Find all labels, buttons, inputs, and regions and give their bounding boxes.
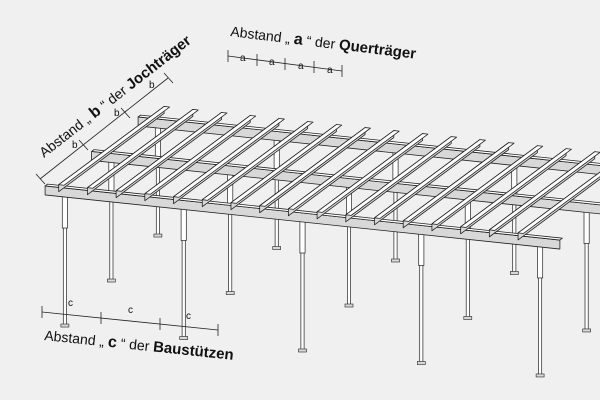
baustütze-foot (416, 361, 426, 365)
label-querträger: Abstand „ a “ der Querträger (230, 23, 418, 63)
dimension-tick (120, 107, 131, 119)
mark-b: b (114, 108, 120, 119)
label-baustützen: Abstand „ c “ der Baustützen (44, 327, 235, 364)
querträger-beam (431, 145, 544, 225)
baustütze-foot (582, 328, 591, 333)
baustütze-foot (535, 373, 545, 378)
label-jochträger: Abstand „ b “ der Jochträger (36, 32, 195, 161)
dimension-tick (35, 173, 46, 185)
dimension-line-b (39, 77, 169, 180)
mark-c: c (186, 311, 191, 322)
querträger-beam (259, 127, 371, 207)
querträger-beam (488, 151, 600, 231)
querträger-beam (402, 142, 515, 222)
querträger-beam (115, 112, 228, 192)
dimension-tick (163, 72, 174, 84)
dimension-lines (35, 50, 343, 336)
baustütze-foot (391, 258, 400, 263)
dimension-marks-c: c c c (68, 298, 191, 322)
baustütze-foot (463, 316, 473, 320)
querträger-beam (201, 121, 314, 201)
querträger-beam (517, 171, 600, 234)
jochträger-beam (137, 114, 600, 166)
formwork-structure (44, 106, 600, 378)
querträger-beam (460, 148, 572, 228)
querträger-beam (87, 109, 199, 189)
baustütze-foot (298, 348, 307, 353)
mark-a: a (269, 57, 275, 68)
baustütze-foot (179, 336, 188, 340)
mark-a: a (298, 61, 304, 72)
mark-a: a (240, 53, 246, 64)
baustütze-foot (344, 303, 354, 308)
baustütze-foot (153, 233, 163, 238)
baustütze-foot (60, 323, 70, 328)
querträger-beam (58, 106, 170, 186)
baustütze-foot (509, 271, 519, 275)
baustütze-foot (272, 246, 282, 250)
mark-b: b (149, 80, 155, 91)
dimension-marks-b: b b b (72, 80, 155, 151)
dimension-tick (78, 139, 89, 151)
querträger-beam (316, 133, 429, 213)
querträger-beam (230, 124, 343, 204)
querträger-beam (173, 118, 285, 198)
mark-c: c (128, 305, 133, 316)
baustütze-foot (107, 278, 116, 283)
mark-b: b (72, 140, 78, 151)
querträger-beam (345, 136, 458, 216)
querträger-beam (144, 115, 257, 195)
dimension-line-c (41, 311, 219, 331)
querträger-beam (374, 139, 486, 219)
mark-a: a (327, 65, 333, 76)
querträger-beam (287, 130, 400, 210)
baustütze-foot (225, 291, 235, 295)
mark-c: c (68, 298, 73, 309)
dimension-marks-a: a a a a (240, 53, 333, 76)
